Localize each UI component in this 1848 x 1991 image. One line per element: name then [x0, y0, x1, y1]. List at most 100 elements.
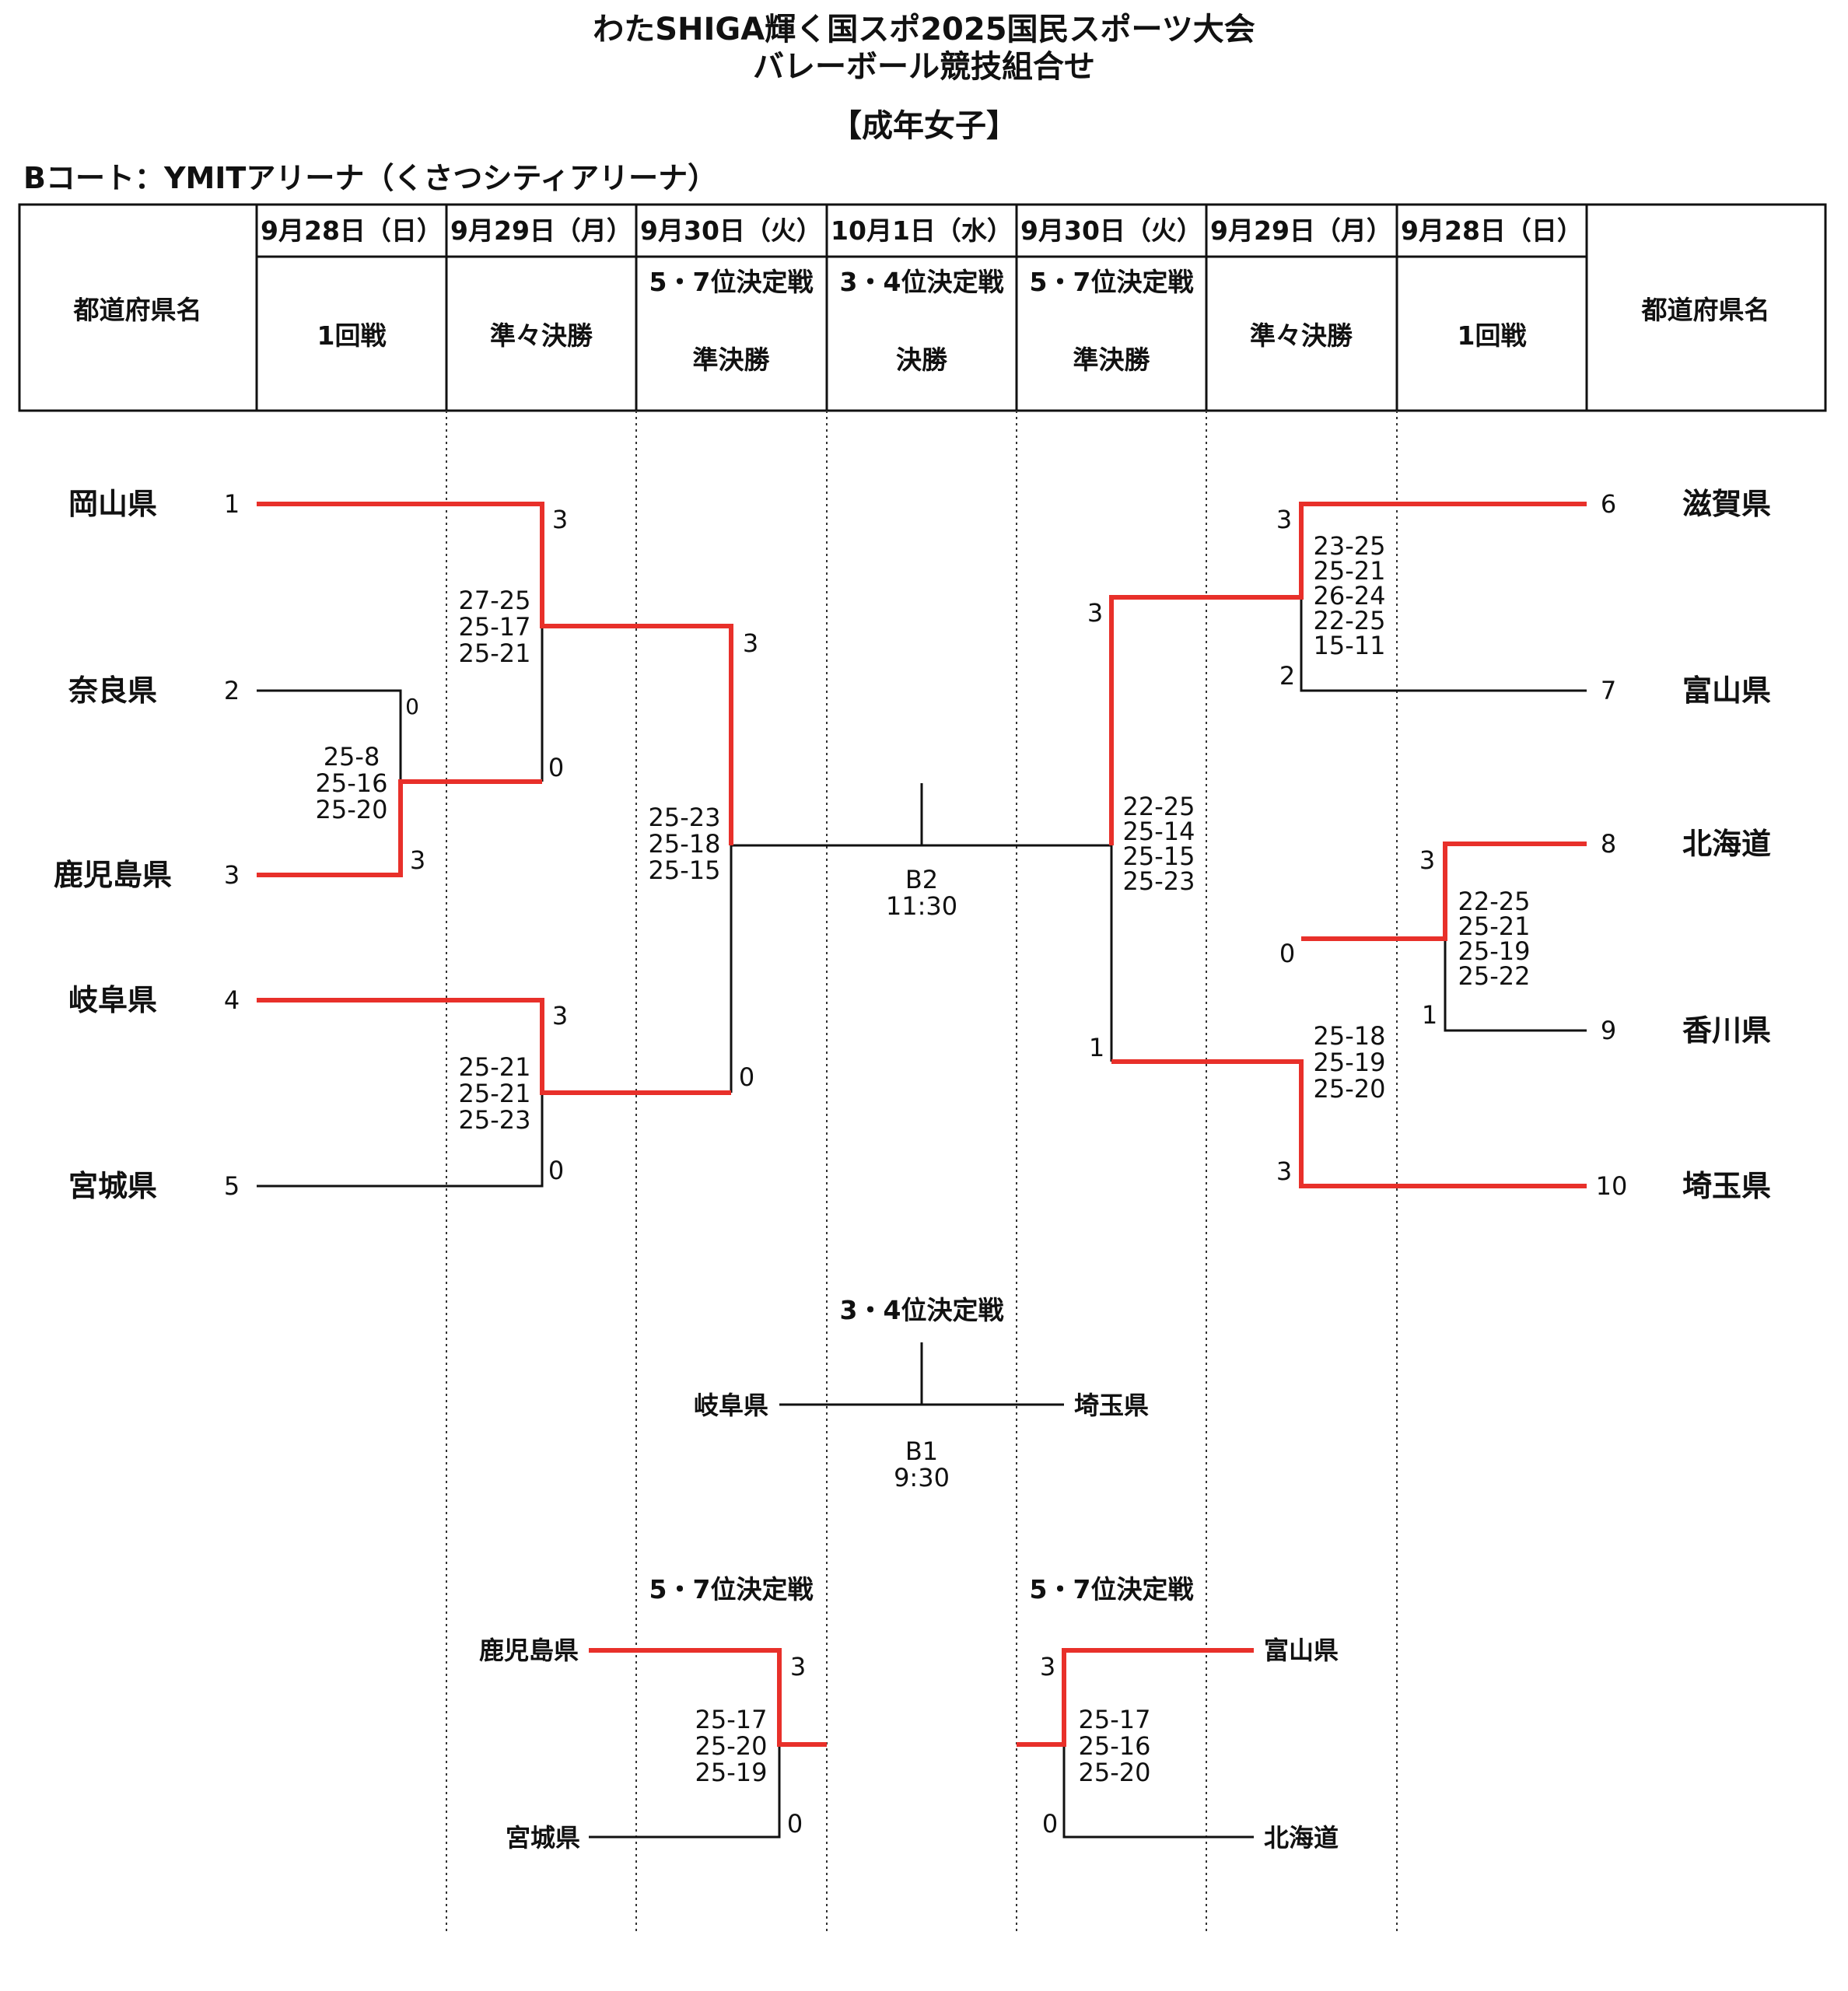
set-score: 25-19 — [695, 1758, 768, 1787]
match-score: 3 — [1276, 505, 1292, 534]
winner-lines — [257, 502, 1587, 1747]
match-score: 3 — [552, 505, 568, 534]
fifth-right-bottom-team: 北海道 — [1264, 1823, 1339, 1853]
set-score: 25-20 — [1314, 1074, 1386, 1104]
team-name-right: 埼玉県 — [1682, 1169, 1771, 1203]
team-name-left: 岡山県 — [68, 487, 157, 521]
third-place-label: 3・4位決定戦 — [840, 1295, 1004, 1325]
header-prefecture-left: 都道府県名 — [73, 295, 202, 325]
header-round: 決勝 — [896, 345, 948, 375]
team-name-right: 北海道 — [1682, 827, 1771, 861]
set-score: 23-25 — [1314, 531, 1386, 561]
set-score: 25-19 — [1458, 936, 1531, 966]
match-score: 1 — [1089, 1033, 1104, 1062]
set-score: 26-24 — [1314, 581, 1386, 611]
header-date: 9月28日（日） — [261, 215, 443, 246]
seed-number: 9 — [1601, 1016, 1616, 1045]
header-sub-round: 5・7位決定戦 — [1030, 267, 1194, 297]
set-score: 25-18 — [1314, 1021, 1386, 1051]
match-score: 0 — [1279, 939, 1295, 968]
seed-number: 8 — [1601, 829, 1616, 859]
header-date: 9月29日（月） — [1210, 215, 1392, 246]
team-name-right: 香川県 — [1682, 1013, 1771, 1048]
set-score: 22-25 — [1458, 887, 1531, 916]
team-name-right: 滋賀県 — [1682, 487, 1771, 521]
seed-number: 3 — [224, 860, 240, 890]
header-round: 準決勝 — [693, 345, 771, 375]
team-name-left: 宮城県 — [68, 1169, 157, 1203]
team-name-left: 鹿児島県 — [54, 858, 172, 892]
set-score: 25-22 — [1458, 961, 1531, 991]
set-score: 25-21 — [459, 1052, 531, 1082]
court-label: Bコート：YMITアリーナ（くさつシティアリーナ） — [23, 161, 718, 195]
match-score: 3 — [1040, 1652, 1055, 1681]
fifth-right-top-team: 富山県 — [1264, 1636, 1339, 1665]
third-place-match-code: B1 — [905, 1436, 938, 1466]
set-score: 25-21 — [459, 639, 531, 668]
header-table-border — [18, 203, 1827, 412]
set-score: 25-19 — [1314, 1048, 1386, 1077]
match-score: 3 — [1276, 1156, 1292, 1186]
header-round: 1回戦 — [1458, 320, 1527, 351]
match-score: 3 — [790, 1652, 806, 1681]
header-prefecture-right: 都道府県名 — [1641, 295, 1770, 325]
set-score: 15-11 — [1314, 631, 1386, 660]
third-place-right-team: 埼玉県 — [1074, 1391, 1149, 1420]
team-name-right: 富山県 — [1682, 674, 1771, 708]
seed-number: 5 — [224, 1171, 240, 1201]
match-score: 3 — [1419, 845, 1435, 875]
final-match-code: B2 — [905, 865, 938, 894]
header-round: 準々決勝 — [1250, 320, 1353, 351]
seed-number: 10 — [1596, 1171, 1628, 1201]
set-score: 25-23 — [459, 1105, 531, 1135]
final-match-time: 11:30 — [886, 891, 957, 921]
set-score: 25-23 — [1123, 866, 1195, 896]
set-score: 25-16 — [1079, 1731, 1151, 1761]
header-date: 9月30日（火） — [1020, 215, 1202, 246]
third-place-left-team: 岐阜県 — [694, 1391, 768, 1420]
header-round: 準々決勝 — [490, 320, 593, 351]
header-date: 9月28日（日） — [1401, 215, 1583, 246]
fifth-left-label: 5・7位決定戦 — [649, 1574, 814, 1604]
fifth-right-label: 5・7位決定戦 — [1030, 1574, 1194, 1604]
set-score: 25-17 — [459, 612, 531, 642]
seed-number: 6 — [1601, 489, 1616, 519]
match-score: 0 — [787, 1809, 803, 1839]
set-score: 25-17 — [695, 1705, 768, 1734]
set-score: 25-21 — [1458, 912, 1531, 941]
title-line-1: わたSHIGA輝く国スポ2025国民スポーツ大会 — [593, 12, 1255, 47]
set-score: 25-20 — [1079, 1758, 1151, 1787]
match-score: 0 — [739, 1062, 754, 1092]
match-score: 0 — [548, 753, 564, 782]
header-sub-round: 5・7位決定戦 — [649, 267, 814, 297]
match-score: 3 — [1087, 598, 1103, 628]
team-name-left: 奈良県 — [68, 674, 157, 708]
set-score: 25-21 — [459, 1079, 531, 1108]
header-date: 9月30日（火） — [640, 215, 822, 246]
header-round: 準決勝 — [1073, 345, 1151, 375]
header-sub-round: 3・4位決定戦 — [840, 267, 1004, 297]
team-name-left: 岐阜県 — [68, 983, 157, 1017]
match-score: 2 — [1279, 661, 1295, 691]
third-place-match-time: 9:30 — [894, 1463, 950, 1492]
set-score: 27-25 — [459, 586, 531, 615]
seed-number: 4 — [224, 985, 240, 1015]
fifth-left-bottom-team: 宮城県 — [506, 1823, 580, 1853]
header-round: 1回戦 — [317, 320, 387, 351]
seed-number: 7 — [1601, 676, 1616, 705]
match-score: 3 — [552, 1001, 568, 1030]
set-score: 25-18 — [649, 829, 721, 859]
header-date: 9月29日（月） — [450, 215, 632, 246]
set-score: 22-25 — [1314, 606, 1386, 635]
match-score: 0 — [548, 1156, 564, 1185]
set-score: 25-17 — [1079, 1705, 1151, 1734]
column-dividers — [446, 411, 1398, 1933]
match-score: 1 — [1422, 1000, 1437, 1030]
bracket-lines — [257, 504, 1587, 1839]
set-score: 25-20 — [695, 1731, 768, 1761]
set-score: 25-15 — [1123, 842, 1195, 871]
category-label: 【成年女子】 — [831, 108, 1017, 144]
set-score: 25-15 — [649, 856, 721, 885]
title-line-2: バレーボール競技組合せ — [753, 49, 1095, 85]
